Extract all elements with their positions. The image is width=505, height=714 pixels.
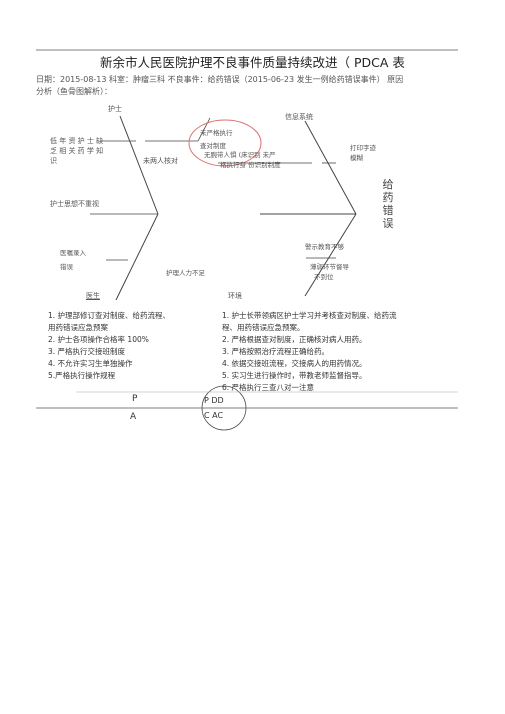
cause-line: 乏 相 关 药 学 知 xyxy=(50,147,104,155)
category-environment: 环境 xyxy=(228,292,242,300)
head-char: 药 xyxy=(382,191,394,204)
cause-line: 查对制度 xyxy=(200,142,226,150)
cause-line: 识 xyxy=(50,157,57,165)
category-system: 信息系统 xyxy=(285,113,313,121)
cause-nurse-ignore: 护士思想不重视 xyxy=(50,200,99,208)
cause-line: 不到位 xyxy=(314,273,334,281)
head-char: 给 xyxy=(382,178,394,191)
bone-nurse xyxy=(119,115,159,215)
plan-list-left: 1. 护理部修订查对制度、给药流程、 用药错误应急预案 2. 护士各项操作合格率… xyxy=(48,310,170,382)
plan-item: 1. 护理部修订查对制度、给药流程、 xyxy=(48,311,171,320)
cause-staff-shortage: 护理人力不足 xyxy=(166,269,205,277)
bone-doctor xyxy=(115,213,159,301)
cause-line: 薄弱环节督导 xyxy=(310,263,349,271)
pdca-p-label: P xyxy=(132,394,138,404)
plan-list-right: 1. 护士长带领病区护士学习并考核查对制度、给药流 程、用药错误应急预案。 2.… xyxy=(222,310,397,394)
cause-line: 错误 xyxy=(60,263,73,271)
cause-doctor-entry: 医嘱录入 错误 xyxy=(60,248,86,272)
cause-line: 格执行身 份识别制度 xyxy=(220,161,281,169)
cause-no-dual-check: 未两人核对 xyxy=(143,157,178,165)
cause-low-staff: 低 年 资 护 士 缺 乏 相 关 药 学 知 识 xyxy=(50,136,103,166)
plan-item: 1. 护士长带领病区护士学习并考核查对制度、给药流 xyxy=(222,311,397,320)
cause-line: 医嘱录入 xyxy=(60,249,86,257)
cause-print-unclear: 打印字迹 模糊 xyxy=(350,143,376,163)
cause-warning-edu: 警示教育不够 xyxy=(305,243,344,251)
head-char: 误 xyxy=(382,217,394,230)
plan-item: 3. 严格按照治疗流程正确给药。 xyxy=(222,347,330,356)
fishbone-head: 给 药 错 误 xyxy=(382,178,394,230)
meta-line-2: 分析（鱼骨图解析）： xyxy=(36,87,112,96)
plan-item: 5.严格执行操作规程 xyxy=(48,371,116,380)
pdca-a-label: A xyxy=(130,412,137,422)
cause-line: 打印字迹 xyxy=(350,144,376,152)
plan-item: 程、用药错误应急预案。 xyxy=(222,323,305,332)
page-title: 新余市人民医院护理不良事件质量持续改进（ PDCA 表 xyxy=(100,55,405,70)
cause-weak-link: 薄弱环节督导 不到位 xyxy=(310,262,349,282)
plan-item: 2. 严格根据查对制度，正确核对病人用药。 xyxy=(222,335,367,344)
plan-item: 5. 实习生进行操作时，带教老师监督指导。 xyxy=(222,371,367,380)
plan-item: 2. 护士各项操作合格率 100% xyxy=(48,335,149,344)
plan-item: 用药错误应急预案 xyxy=(48,323,108,332)
cause-line: 模糊 xyxy=(350,154,363,162)
meta-line-1: 日期：2015-08-13 科室：肿瘤三科 不良事件：给药错误（2015-06-… xyxy=(36,75,404,84)
plan-item: 3. 严格执行交接班制度 xyxy=(48,347,126,356)
plan-item: 4. 依据交接班流程，交接病人的用药情况。 xyxy=(222,359,367,368)
plan-item: 6. 严格执行三查八对一注意 xyxy=(222,383,315,392)
cause-line: 未严格执行 xyxy=(200,129,233,137)
highlight-circle xyxy=(188,119,262,167)
bone-environment xyxy=(304,213,357,297)
pdca-circle-top: P DD xyxy=(204,396,224,405)
document-meta: 日期：2015-08-13 科室：肿瘤三科 不良事件：给药错误（2015-06-… xyxy=(36,74,466,98)
category-nurse: 护士 xyxy=(108,105,122,113)
branch-no-check-up xyxy=(197,117,211,142)
pdca-circle-bottom: C AC xyxy=(204,411,224,420)
cause-not-strict: 未严格执行 查对制度 xyxy=(200,128,233,151)
head-char: 错 xyxy=(382,204,394,217)
cause-line: 无腕带人惧 (床识别 未严 xyxy=(204,151,276,159)
category-doctor: 医生 xyxy=(86,292,100,300)
bone-system xyxy=(304,120,357,215)
cause-line: 低 年 资 护 士 缺 xyxy=(50,137,104,145)
cause-no-identify: 无腕带人惧 (床识别 未严 格执行身 份识别制度 xyxy=(204,150,281,170)
plan-item: 4. 不允许实习生单独操作 xyxy=(48,359,133,368)
